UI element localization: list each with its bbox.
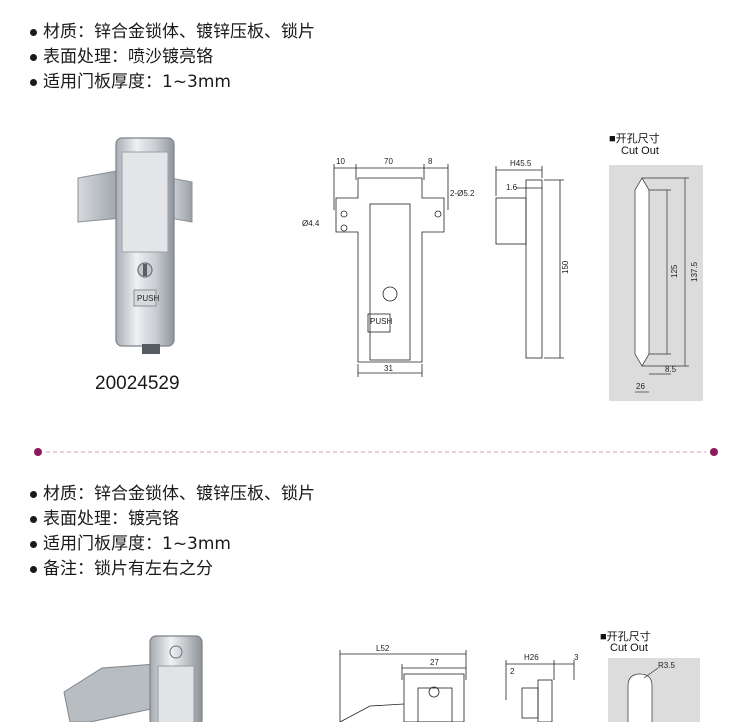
bullet-icon: [30, 541, 37, 548]
cutout-drawing-2: ■开孔尺寸 Cut Out R3.5: [600, 630, 700, 722]
dim-8: 8: [428, 157, 433, 166]
spec-list-1: 材质：锌合金锁体、镀锌压板、锁片 表面处理：喷沙镀亮铬 适用门板厚度：1~3mm: [30, 20, 315, 95]
spec-item: 材质：锌合金锁体、镀锌压板、锁片: [30, 20, 315, 45]
cutout-heading: ■开孔尺寸: [609, 131, 660, 145]
cutout-subheading: Cut Out: [610, 642, 648, 654]
dim-l52: L52: [376, 644, 390, 653]
dim-70: 70: [384, 157, 393, 166]
cutout-heading: ■开孔尺寸: [600, 630, 651, 643]
dim-h45: H45.5: [510, 159, 532, 168]
bullet-icon: [30, 79, 37, 86]
push-label-photo: PUSH: [137, 294, 159, 303]
spec-item: 适用门板厚度：1~3mm: [30, 70, 315, 95]
dim-hole-left: Ø4.4: [302, 219, 320, 228]
cutout-subheading: Cut Out: [621, 145, 659, 157]
product-photo-2: [63, 635, 203, 722]
spec-item: 备注：锁片有左右之分: [30, 557, 315, 582]
spec-item: 适用门板厚度：1~3mm: [30, 532, 315, 557]
dim-hole-right: 2-Ø5.2: [450, 189, 475, 198]
dim-10: 10: [336, 157, 345, 166]
dim-h26: H26: [524, 653, 539, 662]
product-code: 20024529: [95, 373, 180, 394]
dim-r3-5: R3.5: [658, 661, 675, 670]
dim-31: 31: [384, 364, 393, 373]
spec-item: 材质：锌合金锁体、镀锌压板、锁片: [30, 482, 315, 507]
dim-2: 2: [510, 667, 515, 676]
bullet-icon: [30, 29, 37, 36]
spec-item: 表面处理：喷沙镀亮铬: [30, 45, 315, 70]
dim-125: 125: [670, 264, 679, 278]
technical-drawing-1: 10 70 8 Ø4.4 2-Ø5.2 PUSH 31 H45.5 1.6 15…: [302, 157, 570, 377]
spec-item: 表面处理：镀亮铬: [30, 507, 315, 532]
spec-list-2: 材质：锌合金锁体、镀锌压板、锁片 表面处理：镀亮铬 适用门板厚度：1~3mm 备…: [30, 482, 315, 582]
dim-1-6: 1.6: [506, 183, 518, 192]
technical-drawing-2: L52 27 H26 3 2: [339, 644, 579, 722]
dim-8-5: 8.5: [665, 365, 677, 374]
dim-26: 26: [636, 382, 645, 391]
bullet-icon: [30, 491, 37, 498]
dim-137-5: 137.5: [690, 261, 699, 282]
dim-3: 3: [574, 653, 579, 662]
dim-150: 150: [561, 260, 570, 274]
bullet-icon: [30, 516, 37, 523]
bullet-icon: [30, 54, 37, 61]
cutout-drawing-1: ■开孔尺寸 Cut Out 125 137.5 26 8.5: [609, 131, 703, 401]
dim-27: 27: [430, 658, 439, 667]
push-label-drawing: PUSH: [370, 317, 392, 326]
product-photo-1: PUSH: [77, 137, 193, 354]
section-divider: [34, 448, 718, 456]
bullet-icon: [30, 566, 37, 573]
